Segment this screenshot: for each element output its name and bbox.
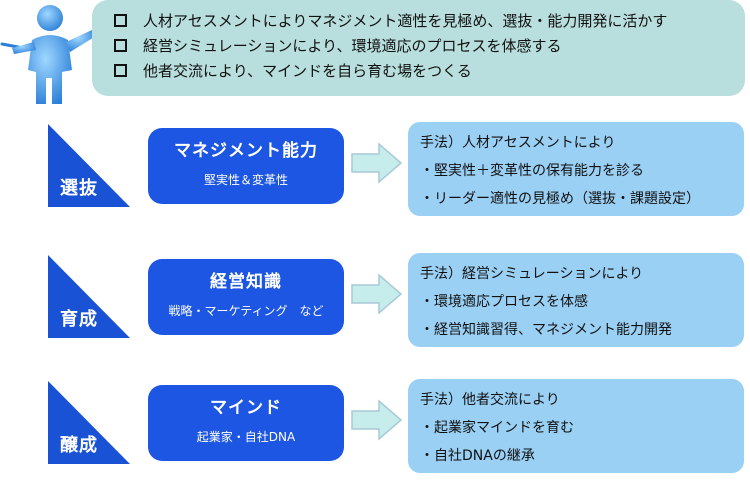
- objective-item: 経営シミュレーションにより、環境適応のプロセスを体感する: [114, 33, 745, 58]
- skill-title: マインド: [210, 398, 282, 418]
- method-line: 手法）他者交流により: [420, 392, 560, 408]
- presenter-figure-icon: [0, 5, 96, 104]
- method-line: 手法）経営シミュレーションにより: [420, 266, 644, 282]
- method-line: 手法）人材アセスメントにより: [420, 135, 616, 151]
- stage-label: 選抜: [60, 178, 98, 199]
- method-box: 手法）経営シミュレーションにより ・環境適応プロセスを体感 ・経営知識習得、マネ…: [408, 253, 744, 347]
- stage-row-development: 育成 経営知識 戦略・マーケティング など 手法）経営シミュレーションにより ・…: [0, 253, 750, 355]
- right-arrow-icon: [351, 142, 403, 184]
- method-line: ・環境適応プロセスを体感: [420, 294, 588, 310]
- stage-label: 育成: [60, 309, 98, 330]
- stage-label: 醸成: [60, 435, 98, 456]
- skill-title: 経営知識: [210, 272, 282, 292]
- objective-text: 経営シミュレーションにより、環境適応のプロセスを体感する: [143, 37, 562, 55]
- right-arrow-icon: [351, 273, 403, 315]
- stage-triangle: [48, 124, 130, 207]
- skill-box: マインド 起業家・自社DNA: [148, 385, 344, 461]
- checkbox-bullet-icon: [114, 64, 127, 77]
- skill-subtitle: 堅実性＆変革性: [203, 173, 288, 187]
- method-line: ・経営知識習得、マネジメント能力開発: [420, 322, 672, 338]
- skill-subtitle: 起業家・自社DNA: [196, 430, 296, 444]
- method-line: ・リーダー適性の見極め（選抜・課題設定）: [420, 191, 700, 207]
- objective-text: 他者交流により、マインドを自ら育む場をつくる: [143, 62, 472, 80]
- objective-item: 他者交流により、マインドを自ら育む場をつくる: [114, 58, 745, 83]
- checkbox-bullet-icon: [114, 39, 127, 52]
- stage-row-selection: 選抜 マネジメント能力 堅実性＆変革性 手法）人材アセスメントにより ・堅実性＋…: [0, 122, 750, 224]
- method-line: ・起業家マインドを育む: [420, 420, 574, 436]
- skill-box: 経営知識 戦略・マーケティング など: [148, 259, 344, 335]
- stage-row-cultivation: 醸成 マインド 起業家・自社DNA 手法）他者交流により ・起業家マインドを育む…: [0, 379, 750, 481]
- objectives-panel: 人材アセスメントによりマネジメント適性を見極め、選抜・能力開発に活かす 経営シミ…: [92, 0, 745, 96]
- stage-triangle: [48, 255, 130, 338]
- method-line: ・自社DNAの継承: [420, 448, 535, 464]
- skill-subtitle: 戦略・マーケティング など: [168, 304, 324, 318]
- method-box: 手法）人材アセスメントにより ・堅実性＋変革性の保有能力を診る ・リーダー適性の…: [408, 122, 744, 216]
- checkbox-bullet-icon: [114, 14, 127, 27]
- right-arrow-icon: [351, 399, 403, 441]
- objective-text: 人材アセスメントによりマネジメント適性を見極め、選抜・能力開発に活かす: [143, 12, 668, 30]
- skill-box: マネジメント能力 堅実性＆変革性: [148, 128, 344, 204]
- objective-item: 人材アセスメントによりマネジメント適性を見極め、選抜・能力開発に活かす: [114, 8, 745, 33]
- skill-title: マネジメント能力: [174, 141, 318, 161]
- method-line: ・堅実性＋変革性の保有能力を診る: [420, 163, 644, 179]
- stage-triangle: [48, 381, 130, 464]
- method-box: 手法）他者交流により ・起業家マインドを育む ・自社DNAの継承: [408, 379, 744, 473]
